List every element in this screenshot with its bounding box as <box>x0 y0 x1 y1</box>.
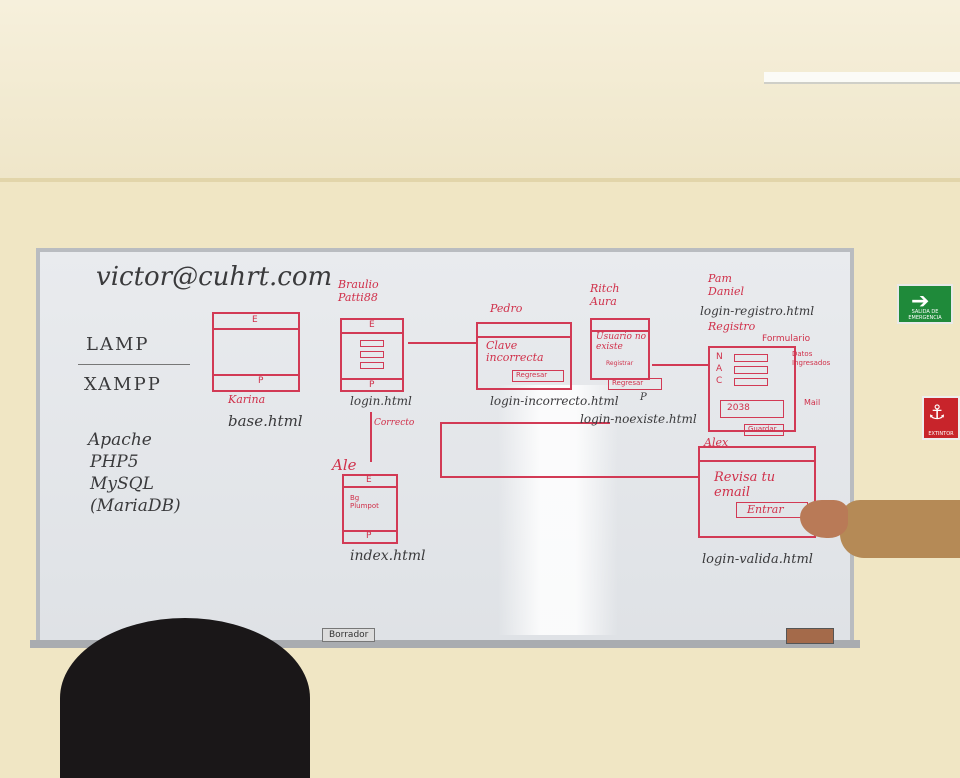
pam-mail-note: Mail <box>804 398 821 407</box>
exit-sign-text: SALIDA DE EMERGENCIA <box>908 309 942 321</box>
extinguisher-sign-text: EXTINTOR <box>928 431 954 437</box>
pam-field-a: A <box>716 364 723 374</box>
ritch-title: Usuario no existe <box>596 332 647 352</box>
ritch-button: Regresar <box>608 378 662 390</box>
arrow-to-index <box>370 412 372 462</box>
pam-wireframe: N A C 2038 <box>708 346 796 432</box>
wall-trim <box>0 178 960 182</box>
arrow-right-icon: ➔ <box>911 289 930 314</box>
login-correcto: Correcto <box>374 418 415 428</box>
divider <box>78 364 190 365</box>
karina-name: Karina <box>228 393 266 406</box>
alex-wireframe: Revisa tu email Entrar <box>698 446 816 538</box>
login-top: E <box>369 320 375 330</box>
ale-top: E <box>366 475 372 485</box>
ale-name: Ale <box>332 456 357 474</box>
alex-button: Entrar <box>747 503 784 516</box>
extinguisher-sign: ⚓ EXTINTOR <box>922 396 960 440</box>
ale-wireframe: E Bg Plumpot P <box>342 474 398 544</box>
ceiling <box>0 0 960 180</box>
karina-top: E <box>252 315 258 325</box>
stack-lamp: LAMP <box>86 334 150 355</box>
presenter-arm <box>840 500 960 558</box>
window-reflection <box>498 385 618 635</box>
pedro-name: Pedro <box>490 302 523 315</box>
arrow-to-pedro <box>408 342 476 344</box>
arrow-vertical <box>440 424 442 478</box>
arrow-to-pam <box>652 364 708 366</box>
ale-bottom: P <box>366 531 372 541</box>
board-email: victor@cuhrt.com <box>96 262 333 292</box>
ritch-marker: P <box>640 392 647 403</box>
pam-note: Datos Ingresados <box>792 350 831 367</box>
pam-field-c: C <box>716 376 723 386</box>
eraser: Borrador <box>322 628 376 642</box>
pam-field-n: N <box>716 352 723 362</box>
stack-mariadb: (MariaDB) <box>90 496 181 516</box>
login-name: Braulio Patti88 <box>338 278 379 304</box>
pam-form-label: Formulario <box>762 334 811 344</box>
karina-bottom: P <box>258 376 264 386</box>
presenter-hand <box>800 500 848 538</box>
stack-xampp: XAMPP <box>84 374 162 395</box>
pam-title: Registro <box>708 320 756 333</box>
viewer-head <box>60 618 310 778</box>
arrow-back-from-ritch <box>440 422 610 424</box>
ritch-wireframe: Usuario no existe Registrar <box>590 318 650 380</box>
exit-sign: ➔ SALIDA DE EMERGENCIA <box>897 284 953 324</box>
pam-button: Guardar <box>744 424 784 436</box>
alex-title: Revisa tu email <box>714 470 776 500</box>
ritch-file: login-noexiste.html <box>580 412 697 426</box>
login-file: login.html <box>350 394 412 408</box>
ritch-button-label: Regresar <box>612 379 644 387</box>
eraser-block <box>786 628 834 644</box>
arrow-alex-to-login <box>440 476 698 478</box>
login-bottom: P <box>369 380 375 390</box>
ritch-name: Ritch Aura <box>590 282 620 308</box>
karina-file: base.html <box>228 412 303 430</box>
alex-file: login-valida.html <box>702 552 813 567</box>
ritch-sub: Registrar <box>606 360 634 367</box>
stack-php: PHP5 <box>90 452 139 472</box>
pedro-title: Clave incorrecta <box>486 339 544 364</box>
pedro-wireframe: Clave incorrecta Regresar <box>476 322 572 390</box>
extinguisher-icon: ⚓ <box>928 400 946 424</box>
pedro-button: Regresar <box>516 371 548 379</box>
alex-name: Alex <box>704 436 729 449</box>
karina-wireframe: E P <box>212 312 300 392</box>
marker-tray <box>30 640 860 648</box>
login-wireframe: E P <box>340 318 404 392</box>
stack-mysql: MySQL <box>90 474 154 494</box>
pedro-file: login-incorrecto.html <box>490 394 619 408</box>
pam-file: login-registro.html <box>700 304 815 318</box>
pam-captcha: 2038 <box>727 403 750 413</box>
ale-body: Bg Plumpot <box>350 494 379 510</box>
pam-name: Pam Daniel <box>708 272 745 298</box>
light-fixture <box>764 72 960 84</box>
ale-file: index.html <box>350 548 426 564</box>
stack-apache: Apache <box>88 430 152 450</box>
pam-button-label: Guardar <box>748 425 777 433</box>
